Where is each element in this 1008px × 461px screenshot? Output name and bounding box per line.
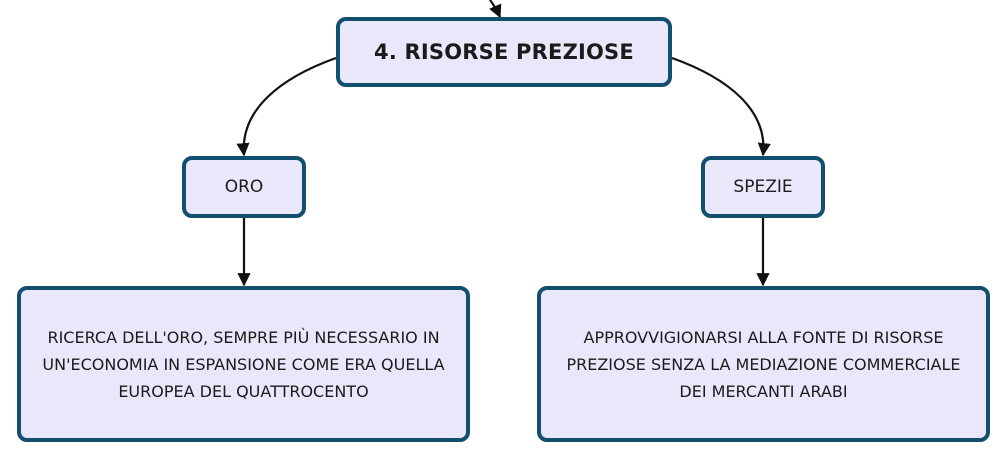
description-oro-text: RICERCA DELL'ORO, SEMPRE PIÙ NECESSARIO … <box>42 327 445 401</box>
description-node-spezie: APPROVVIGIONARSI ALLA FONTE DI RISORSE P… <box>537 286 990 442</box>
root-node-label: 4. RISORSE PREZIOSE <box>374 40 634 64</box>
branch-node-oro-label: ORO <box>224 177 264 197</box>
incoming-connector <box>489 0 502 19</box>
connector-root-to-oro <box>236 56 337 157</box>
description-spezie-text: APPROVVIGIONARSI ALLA FONTE DI RISORSE P… <box>566 327 961 401</box>
branch-node-spezie-label: SPEZIE <box>733 177 793 197</box>
branch-node-oro: ORO <box>182 156 306 218</box>
branch-node-spezie: SPEZIE <box>701 156 825 218</box>
root-node: 4. RISORSE PREZIOSE <box>336 17 672 87</box>
description-node-oro: RICERCA DELL'ORO, SEMPRE PIÙ NECESSARIO … <box>17 286 470 442</box>
connector-root-to-spezie <box>671 56 771 157</box>
